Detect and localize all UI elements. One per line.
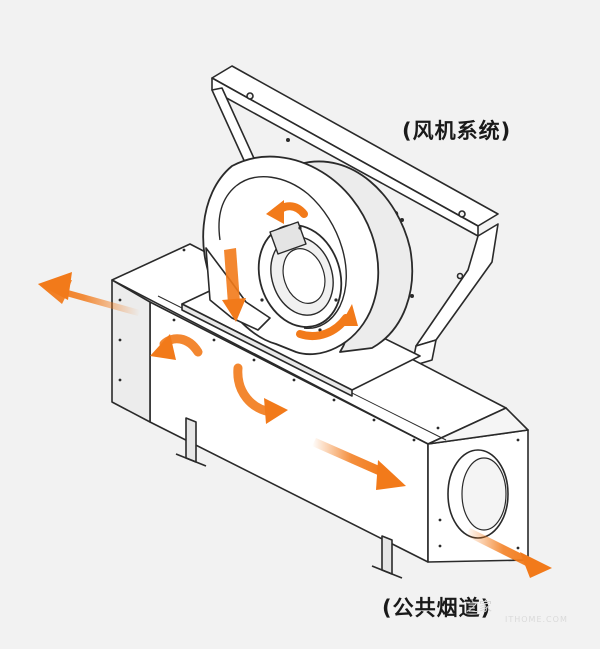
airflow-arrow-fan-bottom xyxy=(296,304,358,340)
airflow-arrow-fan-down xyxy=(222,248,246,322)
airflow-arrow-duct xyxy=(312,438,406,490)
airflow-arrows xyxy=(38,200,552,578)
public-flue-label: (公共烟道) xyxy=(382,596,492,620)
fan-volute xyxy=(202,138,414,356)
fan-system-label: (风机系统) xyxy=(402,119,512,143)
airflow-arrow-curve-left xyxy=(150,334,203,360)
airflow-arrow-left-exit xyxy=(38,272,140,316)
airflow-arrow-fan-top xyxy=(266,200,308,224)
fan-bracket xyxy=(211,65,499,367)
airflow-arrow-curve-down xyxy=(233,363,288,424)
watermark-logo: 之家 xyxy=(466,600,493,615)
airflow-arrow-right-exit xyxy=(466,528,552,578)
watermark-url: ITHOME.COM xyxy=(505,615,568,624)
flue-duct xyxy=(111,243,529,579)
